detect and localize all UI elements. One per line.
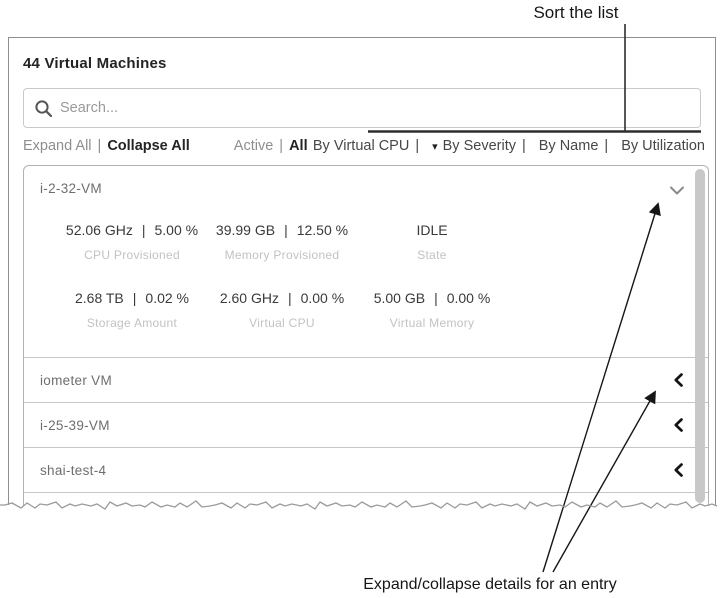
sort-by-name[interactable]: By Name | [538, 138, 609, 154]
chevron-left-icon[interactable] [674, 373, 683, 392]
vm-entry-name: shai-test-4 [40, 463, 107, 478]
vm-entry-name: i-2-32-VM [40, 181, 102, 196]
sort-by-utilization[interactable]: By Utilization [621, 138, 705, 154]
vm-entry-collapsed[interactable]: i-25-39-VM [24, 403, 708, 448]
sort-options: By Virtual CPU | ▾ By Severity | By Name… [313, 138, 705, 154]
vm-entry-collapsed[interactable]: shai-test-4 [24, 448, 708, 493]
filter-all-link[interactable]: All [289, 138, 308, 154]
separator: | [604, 138, 609, 154]
expand-all-link[interactable]: Expand All [23, 138, 92, 154]
filter-active-link[interactable]: Active [233, 138, 274, 154]
stat-memory-provisioned: 39.99 GB|12.50 % Memory Provisioned [207, 222, 357, 262]
chevron-down-icon[interactable] [670, 182, 684, 200]
stat-label: Memory Provisioned [224, 248, 340, 262]
page-title: 44 Virtual Machines [23, 55, 167, 72]
vm-stats-row-1: 52.06 GHz|5.00 % CPU Provisioned 39.99 G… [57, 222, 507, 262]
vm-entry-partial [24, 493, 708, 505]
expand-collapse-annotation-label: Expand/collapse details for an entry [363, 576, 617, 593]
vm-entry-name: i-25-39-VM [40, 418, 110, 433]
vm-stats-row-2: 2.68 TB|0.02 % Storage Amount 2.60 GHz|0… [57, 290, 507, 330]
search-icon [34, 99, 53, 118]
stat-state: IDLE State [357, 222, 507, 262]
separator: | [521, 138, 526, 154]
vm-list: i-2-32-VM 52.06 GHz|5.00 % CPU Provision… [23, 165, 709, 506]
chevron-left-icon[interactable] [674, 463, 683, 482]
stat-virtual-memory: 5.00 GB|0.00 % Virtual Memory [357, 290, 507, 330]
separator: | [415, 138, 420, 154]
search-box[interactable] [23, 88, 701, 128]
sort-by-virtual-cpu[interactable]: By Virtual CPU | [312, 138, 420, 154]
sort-annotation-label: Sort the list [533, 3, 619, 22]
separator: | [279, 138, 284, 154]
vm-panel: 44 Virtual Machines Expand All | Collaps… [8, 37, 716, 506]
active-filter-controls: Active | All [234, 138, 308, 154]
vm-entry-expanded[interactable]: i-2-32-VM 52.06 GHz|5.00 % CPU Provision… [24, 166, 708, 358]
vm-entry-name: iometer VM [40, 373, 113, 388]
sort-by-severity[interactable]: ▾ By Severity | [432, 138, 526, 154]
stat-label: Storage Amount [86, 316, 178, 330]
stat-label: Virtual CPU [249, 316, 315, 330]
chevron-left-icon[interactable] [674, 418, 683, 437]
separator: | [97, 138, 102, 154]
search-input[interactable] [60, 100, 690, 116]
stat-storage-amount: 2.68 TB|0.02 % Storage Amount [57, 290, 207, 330]
stat-virtual-cpu: 2.60 GHz|0.00 % Virtual CPU [207, 290, 357, 330]
stat-label: State [417, 248, 447, 262]
collapse-all-link[interactable]: Collapse All [107, 138, 190, 154]
vm-entry-collapsed[interactable]: iometer VM [24, 358, 708, 403]
expand-collapse-controls: Expand All | Collapse All [23, 138, 190, 154]
scrollbar-thumb[interactable] [695, 169, 705, 503]
caret-down-icon: ▾ [432, 141, 438, 153]
list-toolbar: Expand All | Collapse All Active | All B… [23, 138, 705, 156]
stat-label: Virtual Memory [389, 316, 475, 330]
stat-label: CPU Provisioned [84, 248, 180, 262]
stat-cpu-provisioned: 52.06 GHz|5.00 % CPU Provisioned [57, 222, 207, 262]
